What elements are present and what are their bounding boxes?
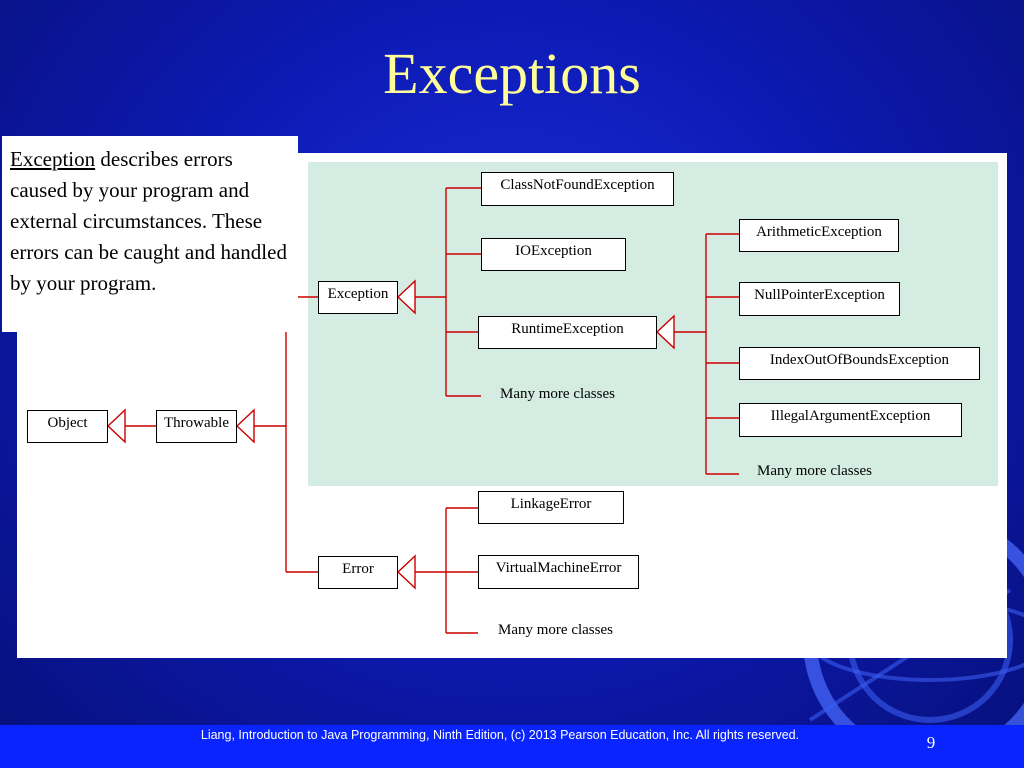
illegalargument-class-box: IllegalArgumentException [739,403,962,437]
exception-class-box: Exception [318,281,398,314]
description-term: Exception [10,147,96,171]
illegalargument-class-label: IllegalArgumentException [770,408,931,424]
page-number: 9 [926,733,936,752]
runtime-more-classes-label: Many more classes [757,463,872,479]
runtimeexception-class-label: RuntimeException [511,321,624,337]
description-box [2,136,298,332]
error-class-label: Error [342,561,374,577]
classnotfound-class-label: ClassNotFoundException [500,177,655,193]
indexoutofbounds-class-box: IndexOutOfBoundsException [739,347,980,380]
description-body: describes errors caused by your program … [10,147,287,295]
runtimeexception-class-box: RuntimeException [478,316,657,349]
virtualmachineerror-class-label: VirtualMachineError [495,560,622,576]
error-more-classes-label: Many more classes [498,622,613,638]
ioexception-class-box: IOException [481,238,626,271]
classnotfound-class-box: ClassNotFoundException [481,172,674,206]
exception-class-label: Exception [327,286,389,302]
footer-copyright: Liang, Introduction to Java Programming,… [200,728,800,742]
indexoutofbounds-class-label: IndexOutOfBoundsException [769,352,950,368]
exception-more-classes-label: Many more classes [500,386,615,402]
throwable-class-box: Throwable [156,410,237,443]
ioexception-class-label: IOException [515,243,592,259]
error-class-box: Error [318,556,398,589]
slide-title: Exceptions [383,41,641,106]
arithmeticexception-class-box: ArithmeticException [739,219,899,252]
virtualmachineerror-class-box: VirtualMachineError [478,555,639,589]
object-class-box: Object [27,410,108,443]
footer-bar [0,725,1024,768]
description-text: Exception describes errors caused by you… [10,144,294,299]
arithmeticexception-class-label: ArithmeticException [756,224,882,240]
linkageerror-class-label: LinkageError [510,496,592,512]
throwable-class-label: Throwable [164,415,229,431]
nullpointerexception-class-box: NullPointerException [739,282,900,316]
linkageerror-class-box: LinkageError [478,491,624,524]
object-class-label: Object [47,415,88,431]
nullpointerexception-class-label: NullPointerException [754,287,885,303]
